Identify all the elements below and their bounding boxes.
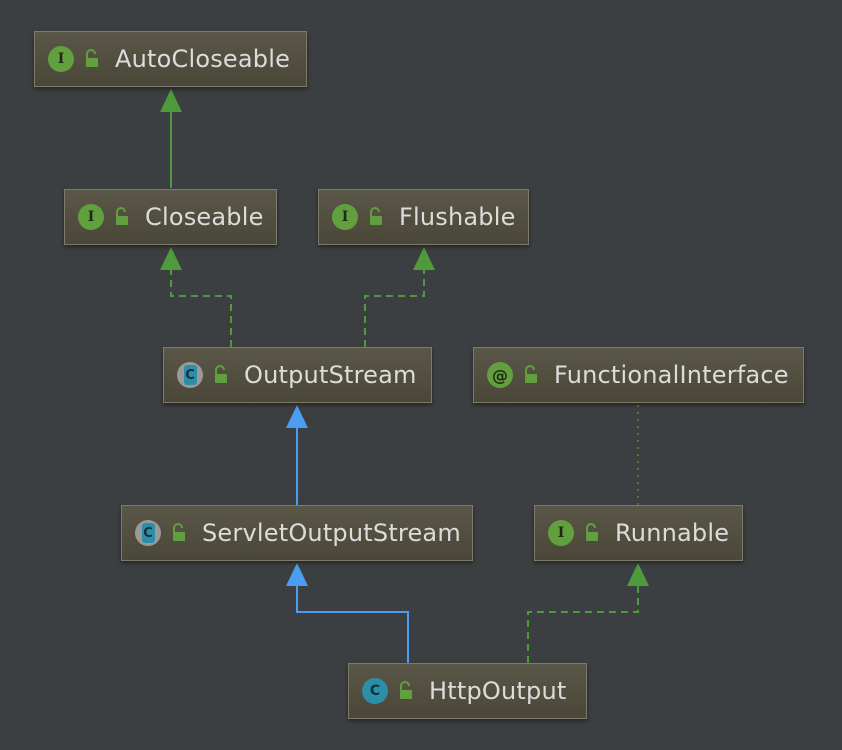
node-label: Closeable — [145, 203, 264, 231]
edge-closeable-autocloseable — [160, 89, 182, 188]
unlocked-icon — [586, 523, 598, 541]
annotation-icon: @ — [487, 362, 513, 388]
interface-icon: I — [548, 520, 574, 546]
abstract-class-letter: C — [183, 365, 197, 385]
node-label: Runnable — [615, 519, 730, 547]
node-closeable[interactable]: I Closeable — [64, 189, 277, 245]
unlocked-icon — [525, 365, 537, 383]
interface-icon: I — [48, 46, 74, 72]
node-label: OutputStream — [244, 361, 417, 389]
node-autocloseable[interactable]: I AutoCloseable — [34, 31, 307, 87]
edge-outputstream-flushable — [364, 247, 435, 347]
node-label: Flushable — [399, 203, 516, 231]
abstract-class-icon: C — [135, 520, 161, 546]
unlocked-icon — [370, 207, 382, 225]
unlocked-icon — [173, 523, 185, 541]
edge-servletoutputstream-outputstream — [286, 405, 308, 505]
edge-httpoutput-servletoutputstream — [286, 563, 409, 663]
node-label: ServletOutputStream — [202, 519, 461, 547]
node-runnable[interactable]: I Runnable — [534, 505, 743, 561]
node-outputstream[interactable]: C OutputStream — [163, 347, 432, 403]
node-flushable[interactable]: I Flushable — [318, 189, 529, 245]
node-httpoutput[interactable]: C HttpOutput — [348, 663, 587, 719]
interface-icon: I — [332, 204, 358, 230]
unlocked-icon — [116, 207, 128, 225]
node-label: HttpOutput — [429, 677, 567, 705]
node-label: AutoCloseable — [115, 45, 291, 73]
abstract-class-letter: C — [141, 523, 155, 543]
interface-icon: I — [78, 204, 104, 230]
node-label: FunctionalInterface — [554, 361, 789, 389]
class-icon: C — [362, 678, 388, 704]
edge-httpoutput-runnable — [527, 563, 649, 663]
abstract-class-icon: C — [177, 362, 203, 388]
edge-outputstream-closeable — [160, 247, 232, 347]
unlocked-icon — [215, 365, 227, 383]
unlocked-icon — [86, 49, 98, 67]
unlocked-icon — [400, 681, 412, 699]
node-functionalinterface[interactable]: @ FunctionalInterface — [473, 347, 804, 403]
node-servletoutputstream[interactable]: C ServletOutputStream — [121, 505, 473, 561]
